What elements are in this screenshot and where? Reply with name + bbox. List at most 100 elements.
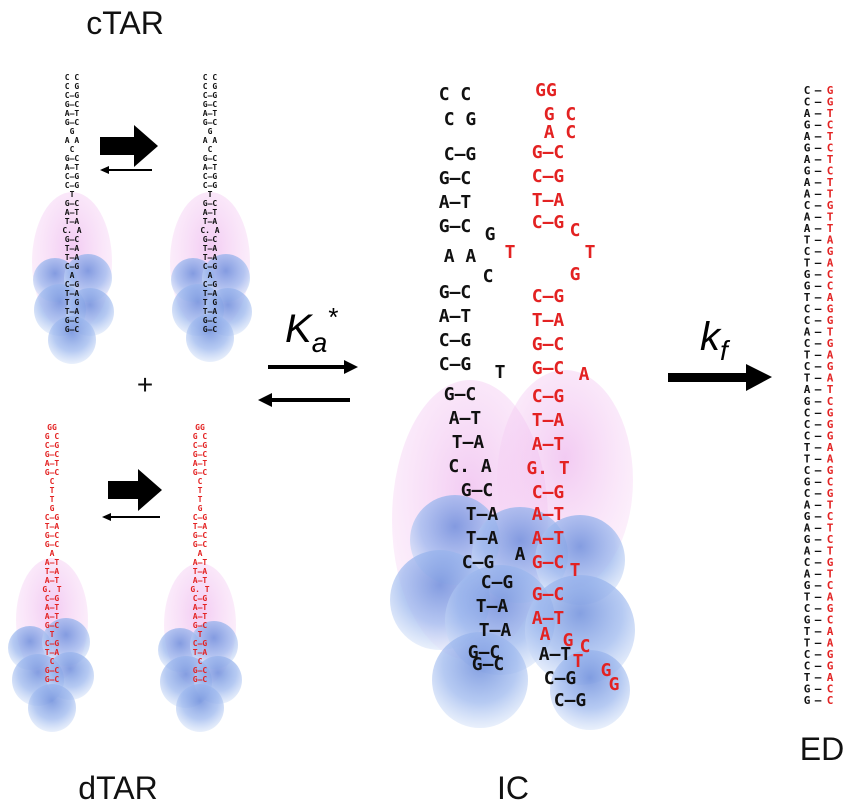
hairpin-base: A–T <box>193 459 208 468</box>
ed-pair-bond: – <box>815 602 822 615</box>
nc-protein-blue <box>390 495 635 730</box>
ed-dtar-base: G <box>827 303 834 316</box>
ic-dtar-base: A–T <box>532 608 565 629</box>
ka-constant: Ka* <box>285 302 338 358</box>
ed-ctar-base: A <box>804 188 811 201</box>
ic-ctar-base: G–C <box>444 384 477 405</box>
ed-pair-bond: – <box>815 314 822 327</box>
ic-dtar-base: C–G <box>532 212 565 233</box>
ed-ctar-base: C <box>804 84 811 97</box>
hairpin-base: A–T <box>65 163 80 172</box>
ed-ctar-base: A <box>804 222 811 235</box>
hairpin-base: G–C <box>65 235 80 244</box>
ed-dtar-base: A <box>827 452 834 465</box>
ed-ctar-base: G <box>804 475 811 488</box>
ed-dtar-base: T <box>827 222 834 235</box>
ed-pair-bond: – <box>815 498 822 511</box>
ed-dtar-base: C <box>827 475 834 488</box>
ic-dtar-base: A–T <box>532 504 565 525</box>
hairpin-base: T <box>70 190 75 199</box>
ctar-equilibrium-arrows <box>100 125 158 174</box>
hairpin-base: T G <box>203 298 218 307</box>
ic-dtar-base: T–A <box>532 310 565 331</box>
ic-dtar-base: T <box>573 651 584 672</box>
ic-ctar-base: G–C <box>461 480 494 501</box>
ed-pair-bond: – <box>815 567 822 580</box>
ed-dtar-base: G <box>827 314 834 327</box>
hairpin-base: C–G <box>203 280 218 289</box>
ed-ctar-base: A <box>804 211 811 224</box>
hairpin-base: A <box>198 549 203 558</box>
ic-dtar-base: C <box>570 220 581 241</box>
hairpin-base: T <box>198 495 203 504</box>
ed-dtar-base: C <box>827 119 834 132</box>
hairpin-base: C–G <box>193 594 208 603</box>
hairpin-base: A–T <box>45 459 60 468</box>
ed-pair-bond: – <box>815 372 822 385</box>
ic-dtar-base: C–G <box>532 166 565 187</box>
ed-ctar-base: C <box>804 602 811 615</box>
ed-ctar-base: C <box>804 337 811 350</box>
dtar-label: dTAR <box>78 770 157 806</box>
ed-ctar-base: C <box>804 199 811 212</box>
hairpin-base: C. A <box>62 226 81 235</box>
dtar-hairpin-open: GGG CC–GG–CA–TG–CCTTGC–GT–AG–CG–CAA–TT–A… <box>8 423 94 732</box>
ic-ctar-base: C–G <box>462 552 495 573</box>
ed-ctar-base: A <box>804 383 811 396</box>
ed-label: ED <box>800 731 844 767</box>
ed-dtar-base: C <box>827 165 834 178</box>
ed-dtar-base: A <box>827 349 834 362</box>
plus-sign: + <box>137 369 153 400</box>
ed-dtar-base: T <box>827 326 834 339</box>
ed-dtar-base: C <box>827 395 834 408</box>
hairpin-base: T–A <box>45 648 60 657</box>
hairpin-base: C–G <box>65 262 80 271</box>
dtar-hairpin-closed: GGG CC–GG–CA–TG–CCTTGC–GT–AG–CG–CAA–TT–A… <box>158 423 242 732</box>
hairpin-base: C–G <box>65 172 80 181</box>
ic-dtar-base: T–A <box>532 410 565 431</box>
hairpin-base: G–C <box>65 154 80 163</box>
ed-pair-bond: – <box>815 130 822 143</box>
hairpin-base: G–C <box>203 154 218 163</box>
ed-ctar-base: G <box>804 682 811 695</box>
ed-ctar-base: A <box>804 498 811 511</box>
hairpin-base: A–T <box>193 612 208 621</box>
hairpin-base: GG <box>195 423 205 432</box>
ed-pair-bond: – <box>815 211 822 224</box>
ed-pair-bond: – <box>815 257 822 270</box>
ed-dtar-base: C <box>827 579 834 592</box>
ed-ctar-base: C <box>804 464 811 477</box>
ed-dtar-base: A <box>827 671 834 684</box>
ed-pair-bond: – <box>815 165 822 178</box>
hairpin-base: A–T <box>45 612 60 621</box>
ed-pair-bond: – <box>815 625 822 638</box>
hairpin-base: C–G <box>65 280 80 289</box>
kf-step: kf <box>668 315 772 391</box>
hairpin-base: G C <box>45 432 60 441</box>
ed-pair-bond: – <box>815 84 822 97</box>
ed-dtar-base: G <box>827 199 834 212</box>
hairpin-base: G–C <box>45 468 60 477</box>
hairpin-base: G <box>50 504 55 513</box>
hairpin-base: T <box>50 486 55 495</box>
ed-ctar-base: T <box>804 349 811 362</box>
ic-ctar-base: G–C <box>439 216 472 237</box>
hairpin-base: C <box>70 145 75 154</box>
ed-pair-bond: – <box>815 544 822 557</box>
hairpin-base: GG <box>47 423 57 432</box>
hairpin-base: G–C <box>65 325 80 334</box>
ed-pair-bond: – <box>815 96 822 109</box>
ic-ctar-base: C G <box>444 109 477 130</box>
ed-pair-bond: – <box>815 556 822 569</box>
ed-ctar-base: G <box>804 142 811 155</box>
hairpin-base: G–C <box>45 675 60 684</box>
ed-pair-bond: – <box>815 349 822 362</box>
ic-ctar-base: G–C <box>472 654 505 675</box>
hairpin-base: T–A <box>65 307 80 316</box>
ed-dtar-base: T <box>827 107 834 120</box>
ctar-closed-sequence: C CC GC–GG–CA–TG–CGA ACG–CA–TC–GC–GTG–CA… <box>200 73 219 334</box>
hairpin-base: C–G <box>45 513 60 522</box>
hairpin-base: C–G <box>45 639 60 648</box>
ed-pair-bond: – <box>815 418 822 431</box>
